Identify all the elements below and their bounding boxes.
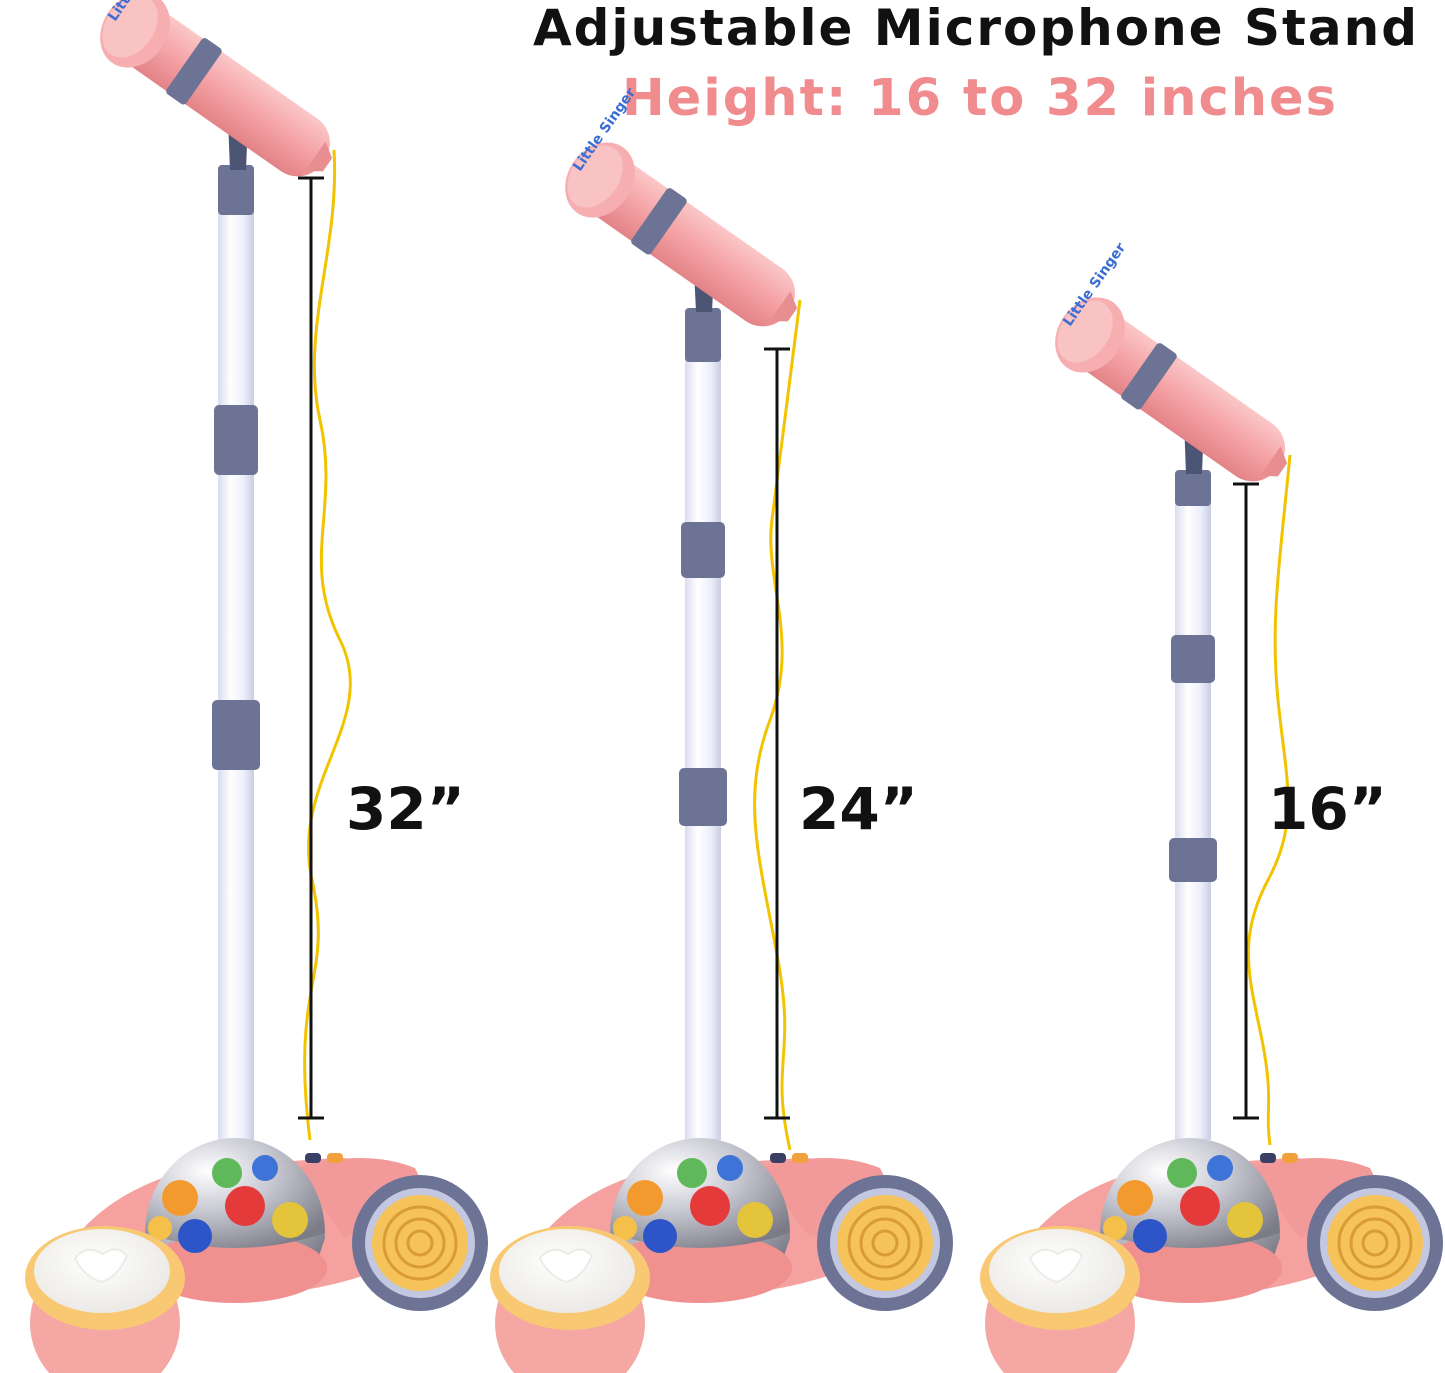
stand-base — [23, 1136, 490, 1373]
height-measure-line — [764, 347, 790, 1120]
product-title: Adjustable Microphone Stand — [532, 0, 1420, 57]
height-measure-line — [298, 176, 324, 1120]
pole-top-cap — [1175, 470, 1211, 506]
mic-cable — [1246, 454, 1292, 1146]
pole-joint — [212, 700, 260, 770]
microphone — [85, 0, 351, 198]
microphone — [550, 85, 816, 348]
pole-joint — [681, 522, 725, 578]
stand-24-inch — [488, 85, 955, 1373]
stand-base — [978, 1136, 1445, 1373]
mic-cable — [303, 149, 352, 1141]
height-measure-line — [1233, 482, 1259, 1120]
stand-base — [488, 1136, 955, 1373]
stand-16-inch — [978, 240, 1445, 1373]
pole-top-cap — [685, 308, 721, 362]
height-label-24: 24” — [799, 775, 918, 843]
pole-joint — [1169, 838, 1217, 882]
microphone — [1040, 240, 1306, 503]
pole-joint — [679, 768, 727, 826]
stand-pole — [218, 180, 254, 1140]
stand-pole — [1175, 490, 1211, 1140]
stand-32-inch — [23, 0, 490, 1373]
pole-joint — [214, 405, 258, 475]
stand-pole — [685, 350, 721, 1140]
height-label-16: 16” — [1268, 775, 1387, 843]
pole-joint — [1171, 635, 1215, 683]
mic-cable — [753, 299, 802, 1151]
height-range-subtitle: Height: 16 to 32 inches — [622, 69, 1338, 128]
height-label-32: 32” — [346, 775, 465, 843]
pole-top-cap — [218, 165, 254, 215]
